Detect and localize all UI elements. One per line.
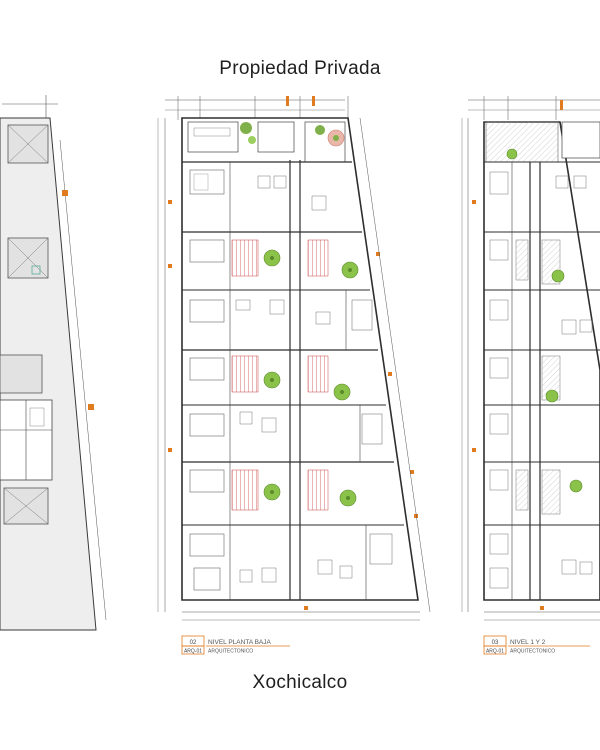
- sheet-subtitle: ARQUITECTONICO: [208, 649, 253, 655]
- ground-floor-plan: [157, 96, 431, 621]
- sheet-title: NIVEL PLANTA BAJA: [208, 639, 272, 646]
- upper-floor-plan: [461, 96, 600, 621]
- title-block-02: 02 ARQ-01 NIVEL PLANTA BAJA ARQUITECTONI…: [181, 635, 290, 655]
- sheet-number: 03: [492, 640, 499, 646]
- sheet-code: ARQ-01: [184, 649, 202, 655]
- header-label: Propiedad Privada: [219, 58, 381, 79]
- sheet-code: ARQ-01: [486, 649, 504, 655]
- footer-label: Xochicalco: [252, 672, 348, 693]
- sheet-number: 02: [190, 640, 197, 646]
- title-block-03: 03 ARQ-01 NIVEL 1 Y 2 ARQUITECTONICO: [483, 635, 590, 655]
- sheet-title: NIVEL 1 Y 2: [510, 639, 546, 646]
- sheet-subtitle: ARQUITECTONICO: [510, 649, 555, 655]
- site-plan-partial: [0, 95, 107, 631]
